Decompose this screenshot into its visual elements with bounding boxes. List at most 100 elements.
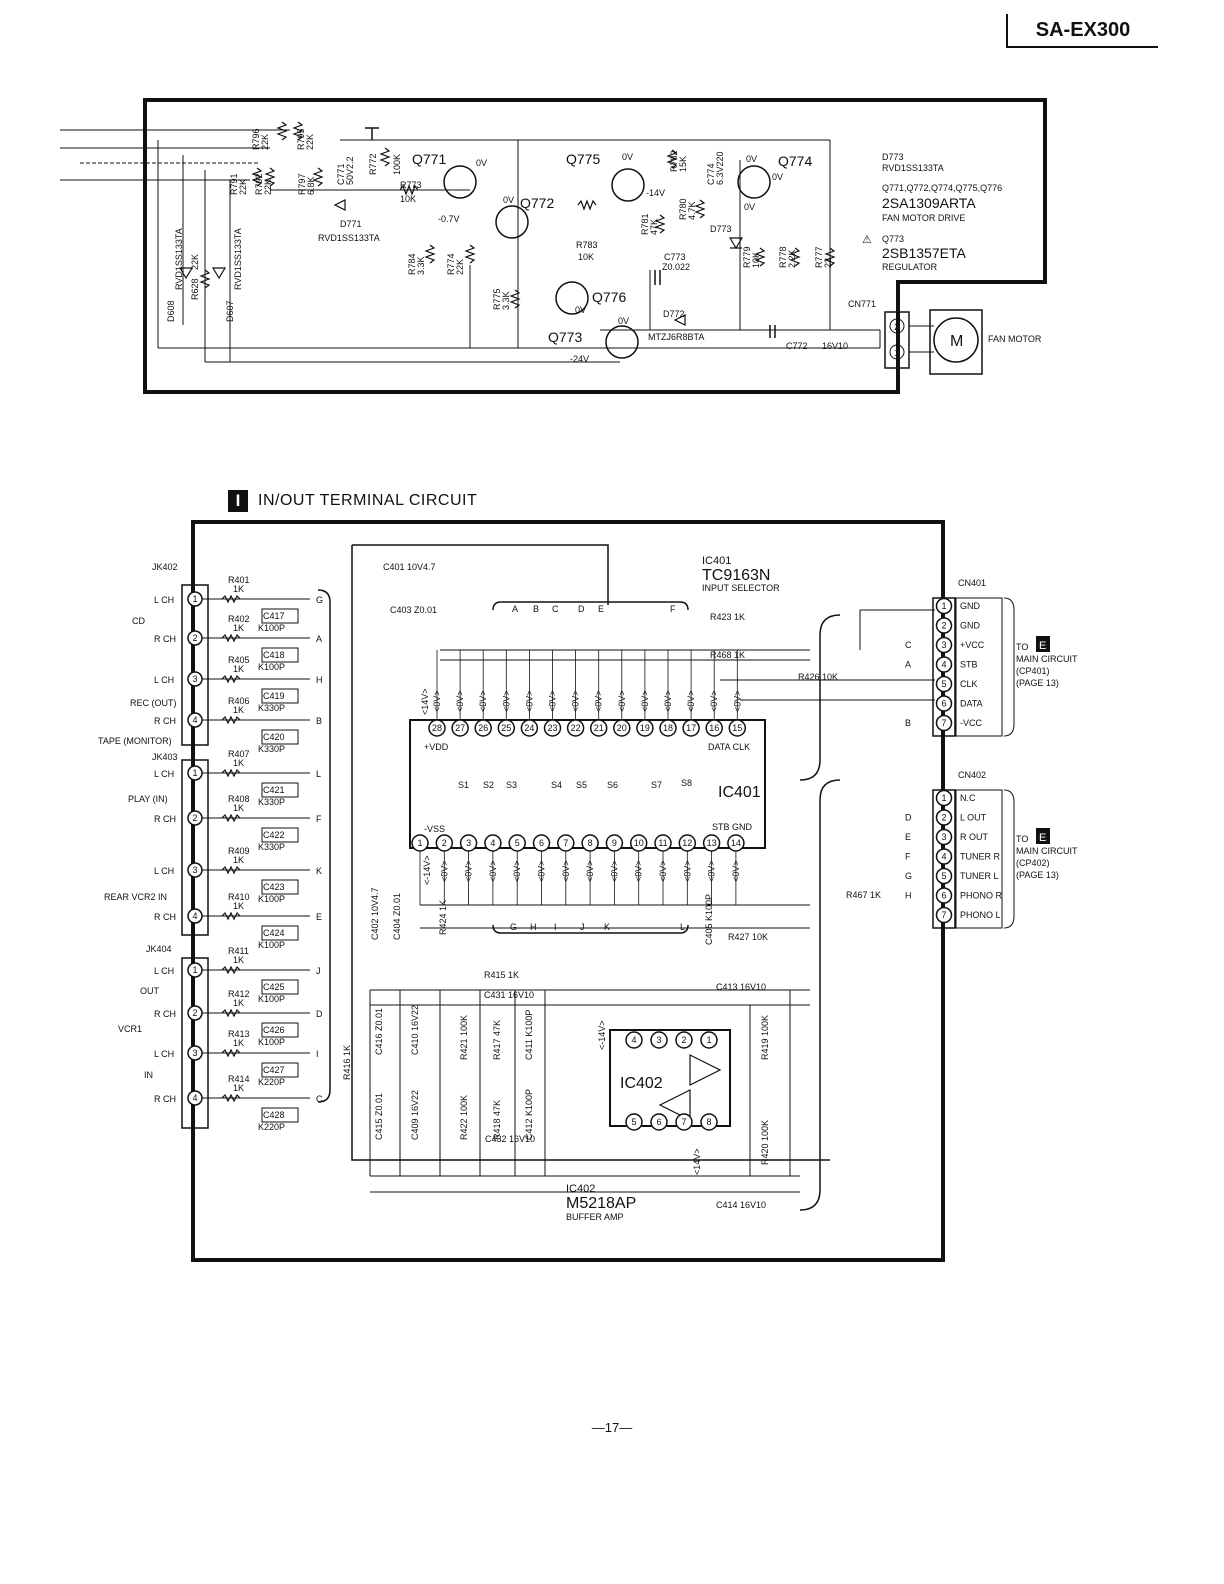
jack-pin-number: 4 xyxy=(192,911,197,921)
ic401-pin-number: 7 xyxy=(563,838,568,848)
ic402-pin-number: 7 xyxy=(681,1117,686,1127)
svg-text:0V: 0V xyxy=(746,154,757,164)
connector-bus-letter: A xyxy=(905,660,911,670)
ic402-pin-number: 1 xyxy=(706,1035,711,1045)
ic401-pin-voltage: <0V> xyxy=(709,690,719,712)
resistor-value: 1K xyxy=(233,855,244,865)
ic402-pin-number: 6 xyxy=(656,1117,661,1127)
resistor-ref: R412 xyxy=(228,989,250,999)
bus-letter: F xyxy=(316,814,322,824)
svg-text:D771: D771 xyxy=(340,219,362,229)
svg-text:R427 10K: R427 10K xyxy=(728,932,768,942)
capacitor-value: K330P xyxy=(258,797,285,807)
svg-text:D773: D773 xyxy=(882,152,904,162)
svg-text:D608: D608 xyxy=(166,300,176,322)
capacitor-value: K220P xyxy=(258,1122,285,1132)
ic401-pin-voltage: <0V> xyxy=(512,860,522,882)
svg-text:22K: 22K xyxy=(455,259,465,275)
connector-pin-label: CLK xyxy=(960,679,978,689)
svg-text:R416 1K: R416 1K xyxy=(342,1045,352,1080)
svg-text:S8: S8 xyxy=(681,778,692,788)
svg-text:FAN MOTOR DRIVE: FAN MOTOR DRIVE xyxy=(882,213,965,223)
jack-pin-number: 1 xyxy=(192,768,197,778)
ic402-pin xyxy=(700,1113,718,1131)
svg-text:C404 Z0.01: C404 Z0.01 xyxy=(392,893,402,940)
connector-bus-letter: D xyxy=(905,813,912,823)
connector-pin xyxy=(935,887,953,904)
page-number: —17— xyxy=(591,1420,633,1435)
svg-text:R784: R784 xyxy=(407,253,417,275)
svg-text:S1: S1 xyxy=(458,780,469,790)
connector-pin-label: STB xyxy=(960,660,978,670)
capacitor xyxy=(261,1107,299,1123)
connector-dest: MAIN CIRCUIT xyxy=(1016,846,1078,856)
svg-text:C412 K100P: C412 K100P xyxy=(524,1089,534,1140)
svg-text:R423 1K: R423 1K xyxy=(710,612,745,622)
svg-text:OUT: OUT xyxy=(140,986,160,996)
bus-letter: A xyxy=(316,634,322,644)
connector-pin-label: +VCC xyxy=(960,640,985,650)
misc-part-labels: C401 10V4.7 C403 Z0.01 R423 1K R468 1K R… xyxy=(342,562,881,1210)
svg-text:R415 1K: R415 1K xyxy=(484,970,519,980)
connector-pin xyxy=(935,828,953,846)
svg-text:R795: R795 xyxy=(296,128,306,150)
svg-text:R CH: R CH xyxy=(154,912,176,922)
svg-text:C416 Z0.01: C416 Z0.01 xyxy=(374,1008,384,1055)
connector-pin-number: 7 xyxy=(941,718,946,728)
bus-letter: G xyxy=(316,595,323,605)
ic401-pin-number: 26 xyxy=(478,723,488,733)
svg-text:-0.7V: -0.7V xyxy=(438,214,460,224)
svg-text:R421 100K: R421 100K xyxy=(459,1015,469,1060)
svg-text:RVD1SS133TA: RVD1SS133TA xyxy=(318,233,380,243)
ic401-pin-number: 6 xyxy=(539,838,544,848)
resistor xyxy=(221,715,241,725)
svg-text:VCR1: VCR1 xyxy=(118,1024,142,1034)
capacitor-ref: C427 xyxy=(263,1065,285,1075)
svg-text:M5218AP: M5218AP xyxy=(566,1195,636,1212)
svg-text:JK403: JK403 xyxy=(152,752,178,762)
svg-text:0V: 0V xyxy=(622,152,633,162)
connector-bus-letter: F xyxy=(905,852,911,862)
svg-text:M: M xyxy=(950,333,963,350)
svg-text:S6: S6 xyxy=(607,780,618,790)
ic401-pin-number: 16 xyxy=(709,723,719,733)
connector-pin xyxy=(935,809,953,826)
svg-text:D: D xyxy=(578,604,585,614)
svg-text:6.3V220: 6.3V220 xyxy=(715,151,725,185)
svg-text:RVD1SS133TA: RVD1SS133TA xyxy=(174,228,184,290)
svg-text:<-14V>: <-14V> xyxy=(597,1020,607,1050)
capacitor xyxy=(261,729,299,745)
connector-pin-label: PHONO L xyxy=(960,910,1001,920)
svg-text:L CH: L CH xyxy=(154,866,174,876)
resistor xyxy=(221,1008,241,1018)
svg-text:22K: 22K xyxy=(305,134,315,150)
capacitor-value: K100P xyxy=(258,662,285,672)
ic401-pin-voltage: <0V> xyxy=(478,690,488,712)
svg-text:-VSS: -VSS xyxy=(424,824,445,834)
capacitor-ref: C419 xyxy=(263,691,285,701)
ic402-pin xyxy=(650,1113,668,1131)
svg-text:STB GND: STB GND xyxy=(712,822,753,832)
bus-letter: C xyxy=(316,1094,323,1104)
svg-text:C414 16V10: C414 16V10 xyxy=(716,1200,766,1210)
svg-text:R780: R780 xyxy=(678,198,688,220)
connector-dest: MAIN CIRCUIT xyxy=(1016,654,1078,664)
bus-letter: L xyxy=(316,769,321,779)
ic401-pin-number: 8 xyxy=(588,838,593,848)
svg-text:R775: R775 xyxy=(492,288,502,310)
connector-pin-number: 1 xyxy=(941,601,946,611)
ic401-pin-voltage: <0V> xyxy=(524,690,534,712)
section-e-badge xyxy=(1036,636,1050,652)
capacitor-value: K100P xyxy=(258,994,285,1004)
svg-text:INPUT SELECTOR: INPUT SELECTOR xyxy=(702,583,780,593)
resistor xyxy=(221,633,241,643)
connector-pin xyxy=(935,597,953,615)
svg-text:R628: R628 xyxy=(190,278,200,300)
svg-text:E: E xyxy=(598,604,604,614)
capacitor-ref: C420 xyxy=(263,732,285,742)
svg-text:100K: 100K xyxy=(392,154,402,175)
ic401-pin-voltage: <0V> xyxy=(658,860,668,882)
input-rc-network: 1R4011KC417K100PG2R4021KC418K100PA3R4051… xyxy=(187,575,323,1132)
connector-pin xyxy=(935,867,953,885)
resistor-value: 1K xyxy=(233,1038,244,1048)
